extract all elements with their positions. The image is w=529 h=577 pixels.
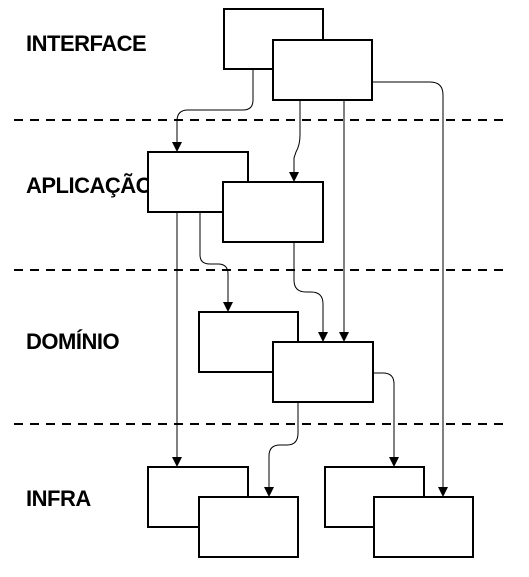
layer-label-aplicacao: APLICAÇÃO [26, 173, 153, 198]
component-boxes [147, 8, 474, 558]
arrow-aplicacao-to-dominio-back [199, 212, 233, 312]
arrow-interface-to-infra-right [372, 81, 448, 497]
interface-box-front [272, 39, 373, 101]
dependency-arrows [172, 69, 448, 497]
layer-label-infra: INFRA [26, 486, 91, 511]
dominio-box-front [272, 341, 374, 403]
arrow-aplicacao-to-dominio-front [293, 242, 328, 342]
layer-labels: INTERFACE APLICAÇÃO DOMÍNIO INFRA [26, 31, 153, 511]
arrow-dominio-to-infra-right [373, 372, 399, 467]
arrow-dominio-to-infra-left [264, 402, 299, 497]
layer-label-interface: INTERFACE [26, 31, 146, 56]
arrow-interface-to-aplicacao-front [289, 100, 301, 182]
aplicacao-box-front [222, 181, 324, 243]
infra-right-box-front [373, 496, 474, 558]
layer-separators [14, 119, 510, 425]
infra-left-box-front [198, 496, 299, 558]
layer-label-dominio: DOMÍNIO [26, 329, 119, 354]
arrow-interface-to-aplicacao-back [172, 69, 254, 152]
